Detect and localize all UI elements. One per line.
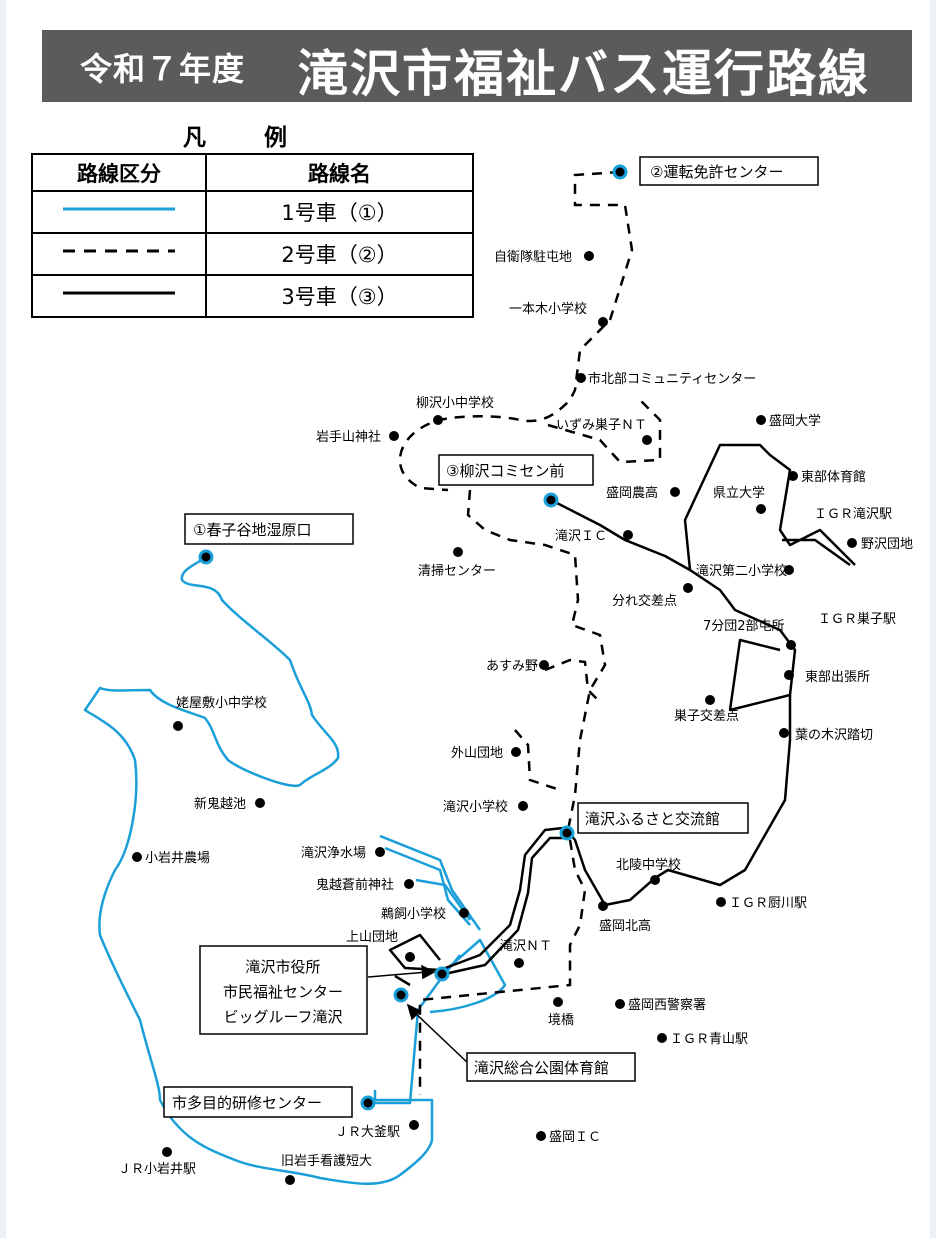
label-takizawa-nt: 滝沢ＮＴ: [500, 939, 552, 954]
callout-arrows: [367, 964, 471, 1066]
label-iwatesan: 岩手山神社: [316, 429, 381, 445]
legend-name-route2: 2号車（②）: [205, 232, 474, 276]
legend-title: 凡例: [183, 125, 345, 151]
label-koiwai-farm: 小岩井農場: [145, 851, 210, 866]
label-furusato: 滝沢ふるさと交流館: [585, 810, 720, 828]
label-igr-aoyama: ＩＧＲ青山駅: [670, 1032, 748, 1047]
stop-dots: [132, 251, 857, 1185]
label-ipponki: 一本木小学校: [509, 301, 587, 317]
label-onikoshi: 鬼越蒼前神社: [316, 877, 394, 893]
label-sakaibashi: 境橋: [548, 1013, 574, 1028]
label-takizawa-ic: 滝沢ＩＣ: [555, 529, 607, 544]
label-jr-koiwai: ＪＲ小岩井駅: [118, 1162, 196, 1177]
label-morioka-univ: 盛岡大学: [769, 413, 821, 429]
label-sotoyama: 外山団地: [451, 746, 503, 761]
label-takizawa2: 滝沢第二小学校: [696, 563, 787, 579]
legend-swatch-route3: [31, 274, 207, 318]
terminal-markers: [198, 164, 628, 1111]
label-sugo-cross: 巣子交差点: [674, 708, 739, 724]
legend-swatch-route2: [31, 232, 207, 276]
legend-name-route1: 1号車（①）: [205, 190, 474, 234]
title-year: 令和７年度: [80, 50, 246, 88]
label-kenritsu: 県立大学: [713, 485, 765, 501]
route-3-line: [388, 443, 856, 987]
label-jieitai: 自衛隊駐屯地: [494, 249, 572, 265]
label-josuijo: 滝沢浄水場: [301, 846, 366, 861]
terminal-marker-shiyakusho: [434, 966, 450, 982]
label-shiyakusho-2: 市民福祉センター: [223, 983, 343, 1001]
terminal-marker-furusato: [559, 825, 575, 841]
stop-labels: 自衛隊駐屯地 一本木小学校 市北部コミュニティセンター いずみ巣子ＮＴ 柳沢小中…: [118, 249, 913, 1177]
label-happanoki: 葉の木沢踏切: [795, 728, 873, 743]
label-ukai: 鵜飼小学校: [381, 906, 446, 922]
label-menkyo: ②運転免許センター: [650, 163, 783, 181]
route-2-line: [398, 170, 662, 1095]
label-tamokuteki: 市多目的研修センター: [172, 1094, 322, 1112]
terminal-marker-menkyo: [612, 164, 628, 180]
label-shiyakusho-1: 滝沢市役所: [245, 958, 320, 976]
label-morioka-agri: 盛岡農高: [606, 485, 658, 501]
label-hokuryo: 北陵中学校: [616, 857, 681, 873]
label-azumino: あすみ野: [486, 659, 538, 674]
label-tobu-gym: 東部体育館: [801, 469, 866, 485]
label-morioka-ic: 盛岡ＩＣ: [549, 1130, 601, 1145]
terminal-boxes: ②運転免許センター ③柳沢コミセン前 ①春子谷地湿原口 滝沢ふるさと交流館 滝沢…: [163, 156, 819, 1118]
label-seiso: 清掃センター: [418, 563, 496, 579]
title-bar: 令和７年度 滝沢市福祉バス運行路線図: [42, 30, 912, 175]
legend-table: 路線区分 路線名 1号車（①） 2号車（②） 3号車（③）: [31, 153, 474, 318]
label-jr-okama: ＪＲ大釜駅: [335, 1125, 400, 1140]
label-tobu-branch: 東部出張所: [805, 669, 870, 685]
terminal-marker-tamokuteki: [360, 1095, 376, 1111]
legend-name-route3: 3号車（③）: [205, 274, 474, 318]
label-kiyashiki: 姥屋敷小中学校: [176, 695, 267, 711]
label-nozawa: 野沢団地: [861, 537, 913, 552]
legend-row-route3: 3号車（③）: [31, 274, 474, 318]
label-yanagisawa: ③柳沢コミセン前: [446, 462, 564, 480]
legend-row-route2: 2号車（②）: [31, 232, 474, 276]
label-igr-takizawa: ＩＧＲ滝沢駅: [814, 507, 892, 522]
legend-header-type: 路線区分: [31, 153, 207, 192]
label-hokubu: 市北部コミュニティセンター: [588, 371, 756, 387]
label-shiyakusho-3: ビッグルーフ滝沢: [223, 1008, 342, 1026]
label-izumi: いずみ巣子ＮＴ: [556, 418, 647, 433]
label-shinonigoe: 新鬼越池: [194, 796, 246, 812]
label-takizawa-elem: 滝沢小学校: [443, 799, 508, 815]
terminal-marker-haruko: [198, 549, 214, 565]
label-morioka-hokko: 盛岡北高: [599, 918, 651, 934]
legend-swatch-route1: [31, 190, 207, 234]
label-igr-sugo: ＩＧＲ巣子駅: [818, 612, 896, 627]
label-nanabundan: 7分団2部屯所: [703, 619, 785, 634]
legend-row-route1: 1号車（①）: [31, 190, 474, 234]
label-kyu-iwate: 旧岩手看護短大: [281, 1153, 372, 1169]
legend-header-row: 路線区分 路線名: [31, 153, 474, 192]
label-sogo: 滝沢総合公園体育館: [474, 1059, 609, 1077]
legend-header-name: 路線名: [205, 153, 474, 192]
label-haruko: ①春子谷地湿原口: [193, 521, 311, 539]
label-kamiyama: 上山団地: [346, 930, 398, 945]
terminal-marker-sogo: [393, 987, 409, 1003]
label-morioka-west-police: 盛岡西警察署: [628, 997, 706, 1013]
label-igr-kuriyagawa: ＩＧＲ厨川駅: [729, 896, 807, 911]
terminal-marker-yanagisawa: [543, 492, 559, 508]
label-yanagisawa-school: 柳沢小中学校: [416, 395, 494, 411]
label-wakare: 分れ交差点: [612, 593, 677, 609]
